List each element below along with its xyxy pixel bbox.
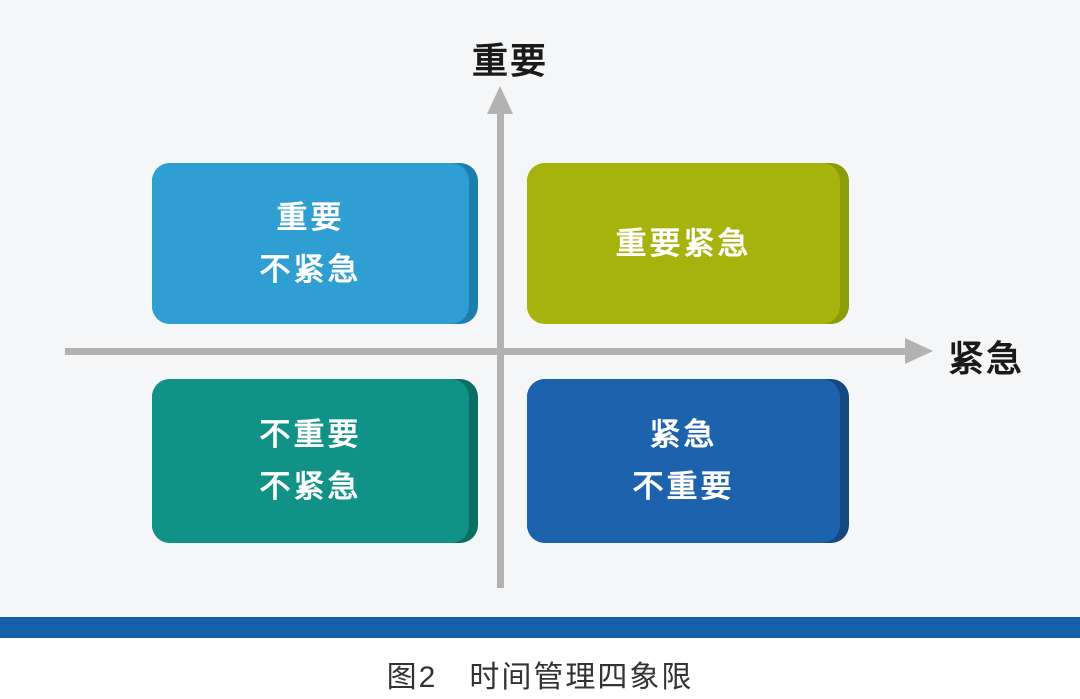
quadrant-label-line: 不紧急 [259, 469, 362, 504]
quadrant-urgent-not-important: 紧急 不重要 [527, 379, 849, 543]
quadrant-label-line: 不重要 [632, 469, 735, 504]
figure-caption: 图2 时间管理四象限 [386, 661, 694, 694]
quadrant-label-line: 紧急 [649, 417, 718, 452]
up-arrow-icon [487, 86, 513, 114]
quadrant-face: 不重要 不紧急 [152, 379, 469, 543]
horizontal-axis-line [65, 348, 907, 355]
quadrant-important-not-urgent: 重要 不紧急 [152, 163, 478, 324]
y-axis-label-important: 重要 [471, 40, 548, 81]
quadrant-label-line: 不紧急 [259, 251, 362, 287]
x-axis-label-urgent: 紧急 [948, 338, 1025, 379]
quadrant-important-urgent: 重要紧急 [527, 163, 849, 324]
quadrant-face: 紧急 不重要 [527, 379, 840, 543]
quadrant-label-line: 重要 [276, 199, 345, 235]
quadrant-label-line: 重要紧急 [615, 225, 752, 261]
quadrant-chart-area: 重要 紧急 重要 不紧急 重要紧急 不重要 不紧急 [65, 40, 1025, 588]
divider-bar [0, 617, 1080, 638]
quadrant-face: 重要紧急 [527, 163, 840, 324]
quadrant-label-line: 不重要 [259, 417, 362, 452]
quadrant-not-important-not-urgent: 不重要 不紧急 [152, 379, 478, 543]
right-arrow-icon [905, 338, 933, 364]
quadrant-face: 重要 不紧急 [152, 163, 469, 324]
